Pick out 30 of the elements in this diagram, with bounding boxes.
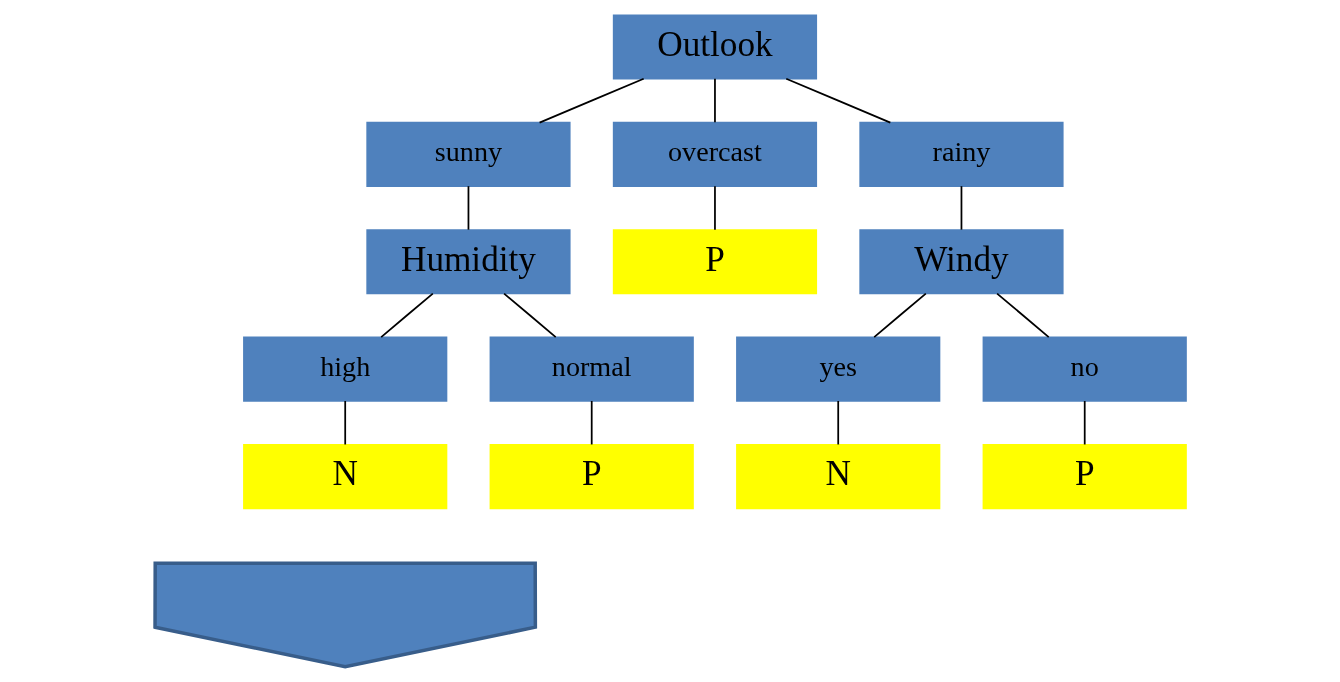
connector	[784, 77, 891, 124]
node-box: sunny	[365, 121, 571, 187]
node-box: N	[735, 444, 940, 510]
node-box: overcast	[612, 121, 817, 187]
node-box: Outlook	[612, 14, 817, 80]
node-box: rainy	[858, 121, 1064, 187]
node-box: P	[982, 444, 1187, 510]
node-box: no	[982, 336, 1187, 402]
node-box: yes	[735, 336, 940, 402]
connector	[502, 292, 557, 338]
connector	[713, 77, 716, 124]
node-box: high	[242, 336, 447, 402]
connector	[836, 400, 839, 446]
connector	[1083, 400, 1086, 446]
node-box: Windy	[858, 229, 1064, 295]
connector	[872, 292, 927, 338]
connector	[379, 292, 434, 338]
node-box: N	[242, 444, 447, 510]
connector	[713, 185, 716, 231]
node-box: normal	[489, 336, 694, 402]
connector	[467, 185, 469, 231]
connector	[343, 400, 346, 446]
node-box: P	[489, 444, 694, 510]
node-box: Humidity	[365, 229, 571, 295]
connector	[960, 185, 962, 231]
node-box: P	[612, 229, 817, 295]
node-arrow	[152, 561, 537, 669]
connector	[590, 400, 593, 446]
connector	[538, 77, 645, 124]
connector	[995, 292, 1050, 338]
